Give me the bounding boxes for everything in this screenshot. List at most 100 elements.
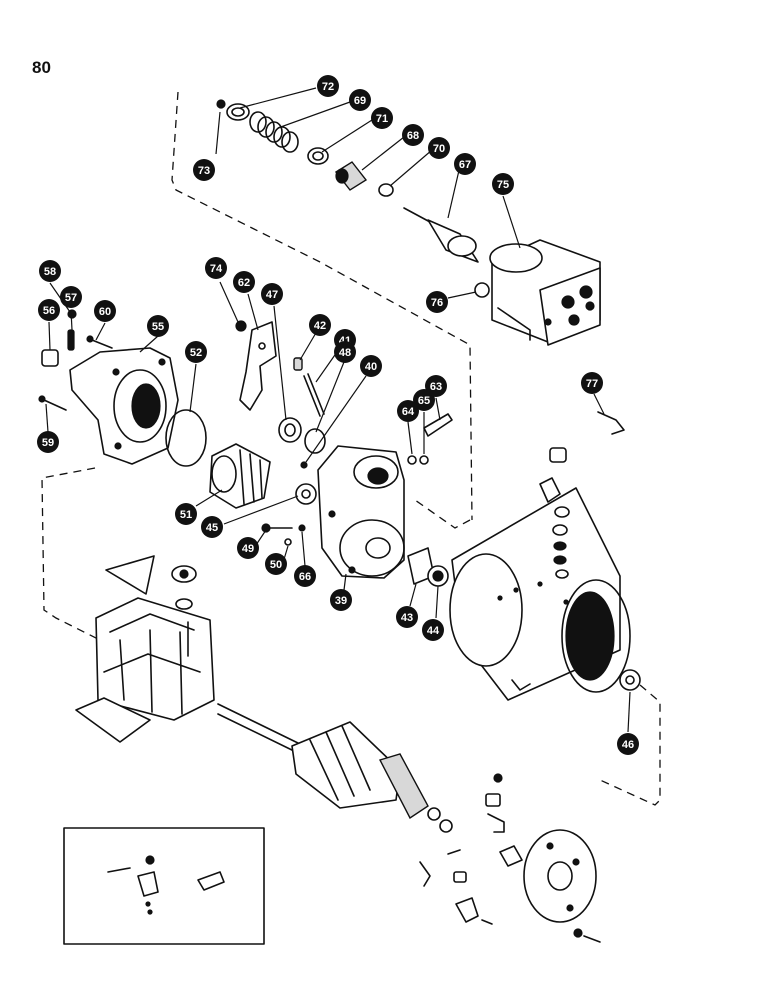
commutator-end-head-part [523,829,597,923]
svg-text:49: 49 [242,543,254,555]
callout-58: 58 [39,260,61,282]
solenoid-group-outline [171,91,473,521]
svg-text:66: 66 [299,571,311,583]
svg-text:47: 47 [266,289,278,301]
callout-40: 40 [360,355,382,377]
drive-housing-part [69,347,179,465]
solenoid-switch-part [489,239,601,346]
callout-71: 71 [371,107,393,129]
svg-text:64: 64 [402,406,415,418]
ring-64-part [407,455,417,465]
svg-text:69: 69 [354,95,366,107]
leader-lines [45,87,631,733]
svg-text:76: 76 [431,297,443,309]
small-nut-part [216,99,226,109]
small-washer-part [284,538,292,546]
field-shoe-part [75,697,151,743]
drive-pinion-part [209,443,271,509]
callout-75: 75 [492,173,514,195]
svg-text:57: 57 [65,292,77,304]
callout-59: 59 [37,431,59,453]
svg-text:72: 72 [322,81,334,93]
o-ring-part [304,428,326,454]
svg-text:45: 45 [206,522,218,534]
bearing-washer-part [427,565,449,587]
reference-triangle [105,555,155,595]
plunger-rod-part [403,207,479,263]
armature-part [217,703,441,821]
field-coil-part [95,597,215,721]
svg-text:74: 74 [210,263,223,275]
callout-66: 66 [294,565,316,587]
callout-56: 56 [38,299,60,321]
callout-39: 39 [330,589,352,611]
bolt-part [86,335,113,349]
bushing-part [41,349,59,367]
svg-text:62: 62 [238,277,250,289]
screw-part [261,523,293,533]
svg-text:43: 43 [401,612,413,624]
end-washer-part [619,669,641,691]
callout-47: 47 [261,283,283,305]
svg-text:58: 58 [44,266,56,278]
pivot-pin-part [293,357,325,417]
terminal-nut-part [474,282,490,298]
svg-text:70: 70 [433,143,445,155]
clip-77-part [597,411,625,435]
svg-text:71: 71 [376,113,388,125]
svg-text:51: 51 [180,509,192,521]
svg-text:59: 59 [42,437,54,449]
callout-73: 73 [193,159,215,181]
callout-60: 60 [94,300,116,322]
callout-50: 50 [265,553,287,575]
bushing-ring-part [307,147,329,165]
callout-67: 67 [454,153,476,175]
terminal-post-part [171,565,197,610]
brush-spring-part [419,849,493,925]
callout-48: 48 [334,341,356,363]
seal-ring-part [165,409,207,467]
brush-part [499,845,523,867]
callout-74: 74 [205,257,227,279]
callout-44: 44 [422,619,444,641]
callout-64: 64 [397,400,419,422]
callout-70: 70 [428,137,450,159]
intermediate-housing-part [317,445,405,579]
svg-text:46: 46 [622,739,634,751]
callout-68: 68 [402,124,424,146]
pin-63-part [423,413,453,437]
spring-part [249,111,299,153]
callout-labels: 72 69 71 68 70 67 [37,75,639,755]
callout-52: 52 [185,341,207,363]
svg-text:63: 63 [430,381,442,393]
callout-57: 57 [60,286,82,308]
frame-group-outline-right [599,684,661,806]
inset-detail-box [63,827,265,945]
plunger-head-part [334,161,368,191]
svg-text:65: 65 [418,395,430,407]
thru-bolt-part [573,928,601,943]
svg-text:39: 39 [335,595,347,607]
svg-text:73: 73 [198,165,210,177]
drive-group-outline [414,499,471,529]
svg-text:50: 50 [270,559,282,571]
callout-69: 69 [349,89,371,111]
shift-lever-part [235,320,277,411]
callout-49: 49 [237,537,259,559]
collar-part [278,417,302,443]
svg-text:68: 68 [407,130,419,142]
terminal-stack-part [539,447,570,579]
plug-part [298,524,306,532]
svg-text:55: 55 [152,321,164,333]
field-frame-part [449,487,631,701]
svg-text:52: 52 [190,347,202,359]
brush-holder-part [485,773,505,833]
svg-text:67: 67 [459,159,471,171]
retainer-ring-part [226,103,250,121]
callout-43: 43 [396,606,418,628]
svg-text:56: 56 [43,305,55,317]
ring-65-part [419,455,429,465]
page-number: 80 [32,58,51,77]
